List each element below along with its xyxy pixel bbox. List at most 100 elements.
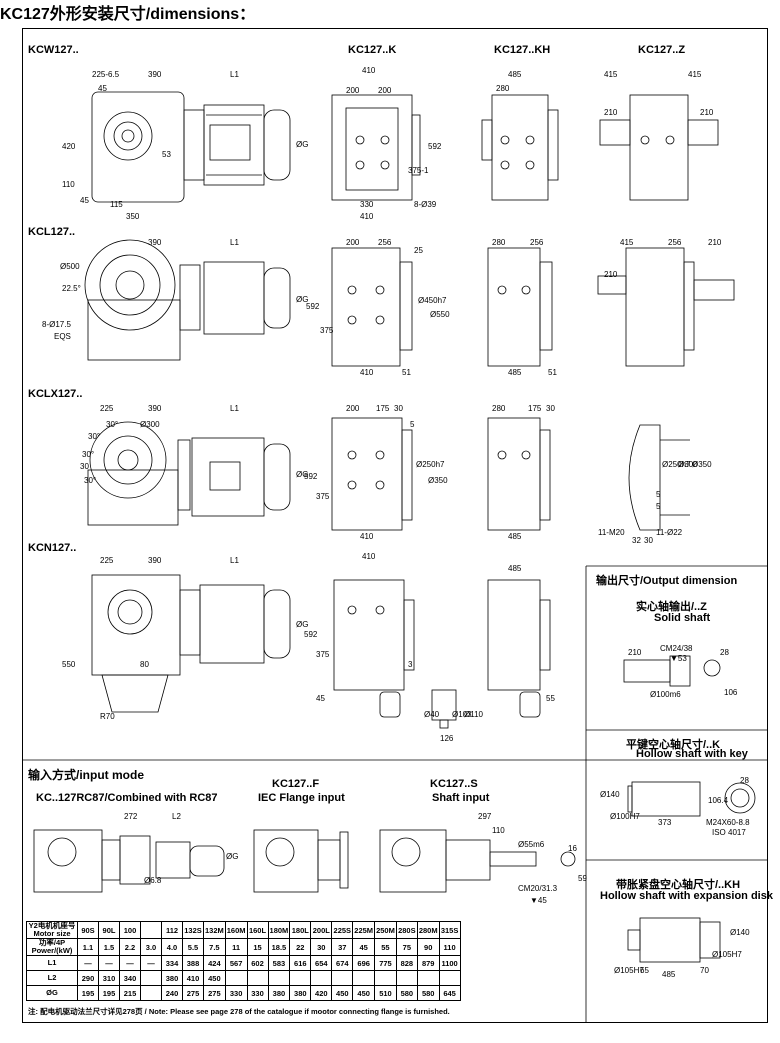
table-cell: 334 [161, 955, 183, 971]
col-header-kh: KC127..KH [494, 44, 551, 56]
table-cell: 195 [98, 985, 120, 1001]
dim-label: 225-6.5 [92, 70, 120, 79]
dim-label: L1 [230, 404, 239, 413]
dim-label: ØG [296, 470, 309, 479]
dim-label: 28 [740, 776, 749, 785]
dim-label: 272 [124, 812, 138, 821]
kclx-kh-view [487, 417, 551, 531]
dim-label: Ø250h7 [662, 460, 691, 469]
dim-label: 592 [428, 142, 442, 151]
dim-label: 330 [360, 200, 374, 209]
dim-label: 25 [414, 246, 423, 255]
dim-label: 22.5° [62, 284, 81, 293]
table-cell: 602 [246, 955, 269, 971]
dim-label: 11-M20 [598, 528, 625, 537]
table-cell: 2.2 [119, 938, 141, 956]
dim-label: Ø100H7 [610, 812, 640, 821]
dim-label: Ø140 [600, 790, 620, 799]
dim-label: 410 [362, 66, 376, 75]
table-cell: 280M [416, 921, 440, 939]
dim-label: 375-1 [408, 166, 429, 175]
row-label-kcn: KCN127.. [28, 542, 77, 554]
dim-label: 115 [110, 200, 123, 209]
table-cell: 580 [395, 985, 418, 1001]
table-cell: 240 [161, 985, 183, 1001]
shaft-input-title: KC127..S [430, 778, 478, 790]
dim-label: 210 [700, 108, 714, 117]
dim-label: 110 [62, 180, 75, 189]
table-cell [416, 970, 440, 986]
solid-shaft-drawing [623, 655, 721, 687]
table-cell: 450 [352, 985, 376, 1001]
dim-label: ØG [296, 140, 309, 149]
dim-label: ▼53 [670, 654, 687, 663]
dim-label: 110 [492, 826, 505, 835]
row-label-kcw: KCW127.. [28, 44, 79, 56]
table-cell: 37 [331, 938, 354, 956]
dim-label: 5 [656, 490, 661, 499]
table-cell: 1.1 [77, 938, 99, 956]
dim-label: 30° [84, 476, 97, 485]
dim-label: 175 [376, 404, 390, 413]
table-cell: 132S [182, 921, 204, 939]
kcl-z-view [597, 247, 735, 367]
table-cell [310, 970, 333, 986]
dim-label: 280 [492, 238, 506, 247]
table-cell: 5.5 [182, 938, 204, 956]
dim-label: 59 [578, 874, 587, 883]
table-row-header: ØG [26, 985, 78, 1001]
table-cell: 380 [289, 985, 312, 1001]
dim-label: L2 [172, 812, 181, 821]
dim-label: 210 [604, 270, 618, 279]
dim-label: 592 [304, 630, 318, 639]
dim-label: 5 [656, 502, 661, 511]
row-label-kcl: KCL127.. [28, 226, 76, 238]
drawing-frame [22, 28, 768, 1023]
dim-label: Ø450h7 [418, 296, 447, 305]
table-cell: 828 [395, 955, 418, 971]
dim-label: 30° [82, 450, 95, 459]
dim-label: 225 [100, 556, 114, 565]
table-cell: 90 [416, 938, 440, 956]
dim-label: Ø6.8 [144, 876, 162, 885]
table-cell [140, 985, 162, 1001]
table-cell [352, 970, 376, 986]
dim-label: 485 [508, 368, 522, 377]
table-cell: 583 [267, 955, 291, 971]
dim-label: 106.4 [708, 796, 729, 805]
dim-label: Ø105H7 [614, 966, 644, 975]
dim-label: 280 [496, 84, 510, 93]
dim-label: 32 [632, 536, 641, 545]
dim-label: Ø300 [678, 460, 698, 469]
table-cell: 100 [119, 921, 141, 939]
dim-label: 11-Ø22 [656, 528, 683, 537]
table-cell: 90L [98, 921, 120, 939]
dim-label: 45 [80, 196, 89, 205]
kcn-side-view [91, 574, 291, 713]
table-cell: 275 [203, 985, 226, 1001]
table-cell: 180L [289, 921, 312, 939]
dim-label: 3 [408, 660, 413, 669]
dim-label: 200 [346, 86, 360, 95]
dim-label: 55 [546, 694, 555, 703]
dim-label: 256 [378, 238, 392, 247]
dim-label: 390 [148, 404, 162, 413]
dim-label: 65 [640, 966, 649, 975]
dim-label: 106 [724, 688, 738, 697]
table-cell: 315S [438, 921, 461, 939]
table-cell: 510 [374, 985, 397, 1001]
table-cell [374, 970, 397, 986]
table-cell: 4.0 [161, 938, 183, 956]
table-cell: 696 [352, 955, 376, 971]
table-row-header: L2 [26, 970, 78, 986]
dim-label: 373 [658, 818, 672, 827]
table-cell: 310 [98, 970, 120, 986]
rc87-drawing [33, 829, 225, 893]
kcl-side-view [84, 239, 291, 361]
table-row-header: L1 [26, 955, 78, 971]
table-cell: 330 [224, 985, 248, 1001]
kclx-k-view [331, 417, 413, 531]
table-cell [224, 970, 248, 986]
